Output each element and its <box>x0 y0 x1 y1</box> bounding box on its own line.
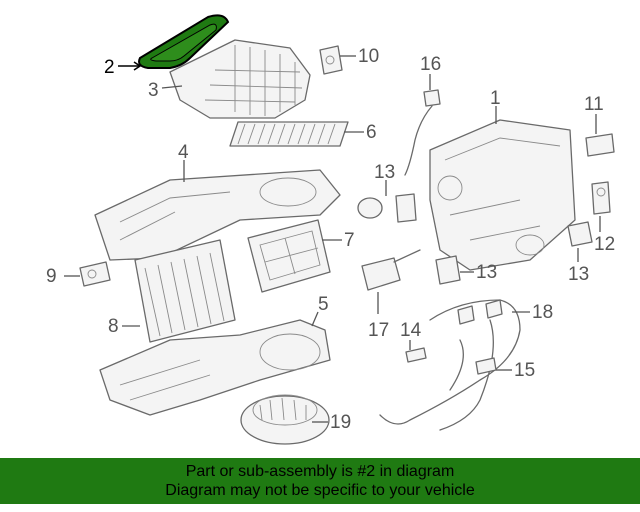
callout-18: 18 <box>532 302 553 323</box>
part-10-bracket[interactable] <box>319 45 343 75</box>
part-9-actuator[interactable] <box>79 261 111 287</box>
part-19-blower-motor[interactable] <box>240 394 330 445</box>
part-8-evaporator[interactable] <box>134 239 236 343</box>
callout-10: 10 <box>358 46 379 67</box>
part-7-filter-frame[interactable] <box>247 219 331 293</box>
part-6-filter[interactable] <box>229 121 349 147</box>
part-12-sensor[interactable] <box>591 181 611 215</box>
part-13-actuator-middle[interactable] <box>435 255 461 285</box>
banner-line-2: Diagram may not be specific to your vehi… <box>165 482 475 499</box>
part-13-actuator-upper[interactable] <box>357 193 417 223</box>
parts-diagram: 2 3 10 16 1 11 6 4 13 7 12 13 13 9 5 18 … <box>46 14 615 445</box>
part-5-lower-housing[interactable] <box>99 319 331 416</box>
callout-11: 11 <box>584 94 604 115</box>
leader-5 <box>311 311 319 327</box>
callout-6: 6 <box>366 122 377 143</box>
callout-13-right: 13 <box>568 264 589 285</box>
part-14-connector[interactable] <box>405 347 427 363</box>
part-1-hvac-module[interactable] <box>429 119 576 271</box>
callout-16: 16 <box>420 54 441 75</box>
callout-3: 3 <box>148 80 159 101</box>
callout-8: 8 <box>108 316 119 337</box>
callout-7: 7 <box>344 230 355 251</box>
callout-12: 12 <box>594 234 615 255</box>
part-11-switch[interactable] <box>585 133 615 157</box>
part-16-sensor[interactable] <box>404 89 441 176</box>
part-4-inlet-housing[interactable] <box>94 169 341 261</box>
leader-2-arrow <box>133 61 142 71</box>
part-17-bracket[interactable] <box>361 249 421 291</box>
callout-15: 15 <box>514 360 535 381</box>
part-2-seal-highlighted[interactable] <box>138 14 230 69</box>
callout-2: 2 <box>104 57 115 78</box>
leader-3 <box>161 85 183 89</box>
callout-4: 4 <box>178 142 189 163</box>
part-18-wiring-harness[interactable] <box>379 299 521 431</box>
part-3-upper-housing[interactable] <box>169 39 311 119</box>
callout-14: 14 <box>400 320 422 341</box>
banner-line-1: Part or sub-assembly is #2 in diagram <box>185 463 455 480</box>
callout-19: 19 <box>330 412 351 433</box>
callout-13-upper: 13 <box>374 162 395 183</box>
part-13-actuator-right[interactable] <box>567 221 593 247</box>
callout-17: 17 <box>368 320 389 341</box>
callout-13-middle: 13 <box>476 262 497 283</box>
callout-5: 5 <box>318 294 329 315</box>
info-banner: Part or sub-assembly is #2 in diagram Di… <box>0 458 640 504</box>
callout-1: 1 <box>490 88 501 109</box>
callout-9: 9 <box>46 266 57 287</box>
